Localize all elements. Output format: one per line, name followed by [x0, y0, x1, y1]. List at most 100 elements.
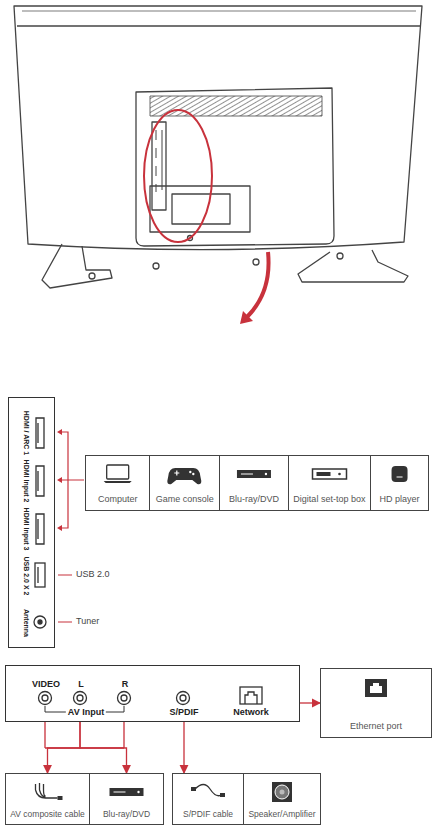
drawing-part: [237, 470, 271, 478]
drawing-part: [121, 695, 127, 701]
drawing-part: [104, 465, 132, 483]
port-panel: HDMI / ARC 1HDMI Input 2HDMI Input 3USB …: [8, 397, 55, 648]
connector-arrow: [48, 722, 81, 773]
drawing-part: [42, 695, 48, 701]
drawing-part: [272, 782, 292, 802]
device-box: Blu-ray/DVD: [219, 455, 289, 511]
drawing-part: [280, 790, 285, 795]
port-label: L: [76, 680, 86, 690]
zoom-arrow: [240, 252, 269, 324]
port-label: AV Input: [66, 708, 106, 718]
drawing-part: [136, 88, 334, 246]
drawing-part: [35, 563, 45, 587]
drawing-part: [337, 253, 343, 259]
box-label: Blu-ray/DVD: [229, 495, 279, 505]
hdmi-bracket: [57, 429, 84, 622]
device-icon: [244, 777, 320, 809]
drawing-part: [110, 788, 144, 796]
port-label: Network: [231, 708, 271, 718]
drawing-part: [36, 514, 44, 544]
drawing-part: [177, 692, 190, 705]
drawing-part: [275, 785, 289, 799]
port-label: Antenna: [22, 607, 30, 639]
ethernet-box: Ethernet port: [320, 668, 432, 738]
drawing-part: [338, 473, 341, 476]
drawing-part: [58, 575, 72, 622]
drawing-part: [153, 263, 159, 269]
av-panel: VIDEO L R AV Input S/PDIF Network: [5, 665, 300, 722]
connector-arrow: [183, 722, 184, 773]
box-label: Game console: [156, 495, 214, 505]
device-icon: [173, 777, 243, 809]
drawing-part: [107, 465, 129, 479]
drawing-part: [39, 692, 52, 705]
drawing-part: [168, 468, 202, 484]
drawing-part: [195, 785, 221, 796]
drawing-part: [89, 273, 95, 279]
device-box: HD player: [370, 455, 429, 511]
device-icon: [289, 459, 370, 491]
cable-box: AV composite cable: [5, 773, 90, 825]
drawing-part: [172, 194, 230, 224]
drawing-part: [316, 472, 330, 476]
drawing-part: [168, 468, 202, 484]
drawing-part: [247, 252, 269, 317]
device-icon: [86, 459, 149, 491]
device-box: Game console: [149, 455, 220, 511]
connector-arrow: [80, 722, 127, 773]
drawing-part: [36, 783, 58, 798]
drawing-part: [58, 796, 63, 800]
device-icon: [150, 459, 219, 491]
drawing-part: [36, 466, 44, 496]
drawing-part: [175, 471, 180, 476]
drawing-part: [189, 471, 191, 473]
port-label: S/PDIF: [167, 708, 200, 718]
drawing-part: [272, 782, 292, 802]
port-label: HDMI Input 3: [22, 506, 30, 553]
drawing-part: [391, 466, 407, 482]
av-split-lines: [45, 722, 124, 748]
cable-box: S/PDIF cable: [172, 773, 244, 825]
drawing-part: [365, 679, 387, 697]
drawing-part: [298, 250, 408, 282]
tv-back: [14, 6, 422, 288]
drawing-part: [74, 692, 87, 705]
port-label: VIDEO: [30, 680, 62, 690]
drawing-part: [114, 792, 126, 793]
box-label: Blu-ray/DVD: [103, 810, 150, 819]
drawing-part: [62, 432, 84, 528]
drawing-part: [22, 11, 416, 12]
drawing-part: [365, 679, 387, 697]
drawing-part: [245, 692, 257, 704]
drawing-part: [137, 791, 139, 793]
drawing-part: [57, 429, 62, 531]
drawing-part: [240, 311, 253, 324]
drawing-part: [150, 96, 322, 116]
drawing-part: [191, 785, 225, 798]
drawing-part: [312, 469, 346, 479]
drawing-part: [38, 620, 42, 624]
port-label: USB 2.0 X 2: [22, 555, 30, 598]
drawing-part: [240, 687, 262, 704]
drawing-part: [156, 130, 162, 192]
drawing-part: [104, 481, 132, 483]
drawing-part: [14, 6, 422, 250]
port-label: R: [120, 680, 131, 690]
drawing-part: [396, 477, 402, 478]
box-label: Computer: [98, 495, 138, 505]
drawing-part: [191, 787, 196, 791]
device-box: Speaker/Amplifier: [243, 773, 321, 825]
device-box: Computer: [85, 455, 150, 511]
drawing-part: [150, 96, 322, 116]
drawing-part: [312, 469, 346, 479]
port-label: HDMI Input 2: [22, 458, 30, 505]
device-icon: [321, 672, 431, 704]
callout-label: Tuner: [76, 617, 99, 627]
drawing-part: [220, 793, 225, 797]
drawing-part: [192, 473, 194, 475]
box-label: Speaker/Amplifier: [248, 810, 315, 819]
device-box: Digital set-top box: [288, 455, 371, 511]
box-label: Digital set-top box: [293, 495, 365, 505]
